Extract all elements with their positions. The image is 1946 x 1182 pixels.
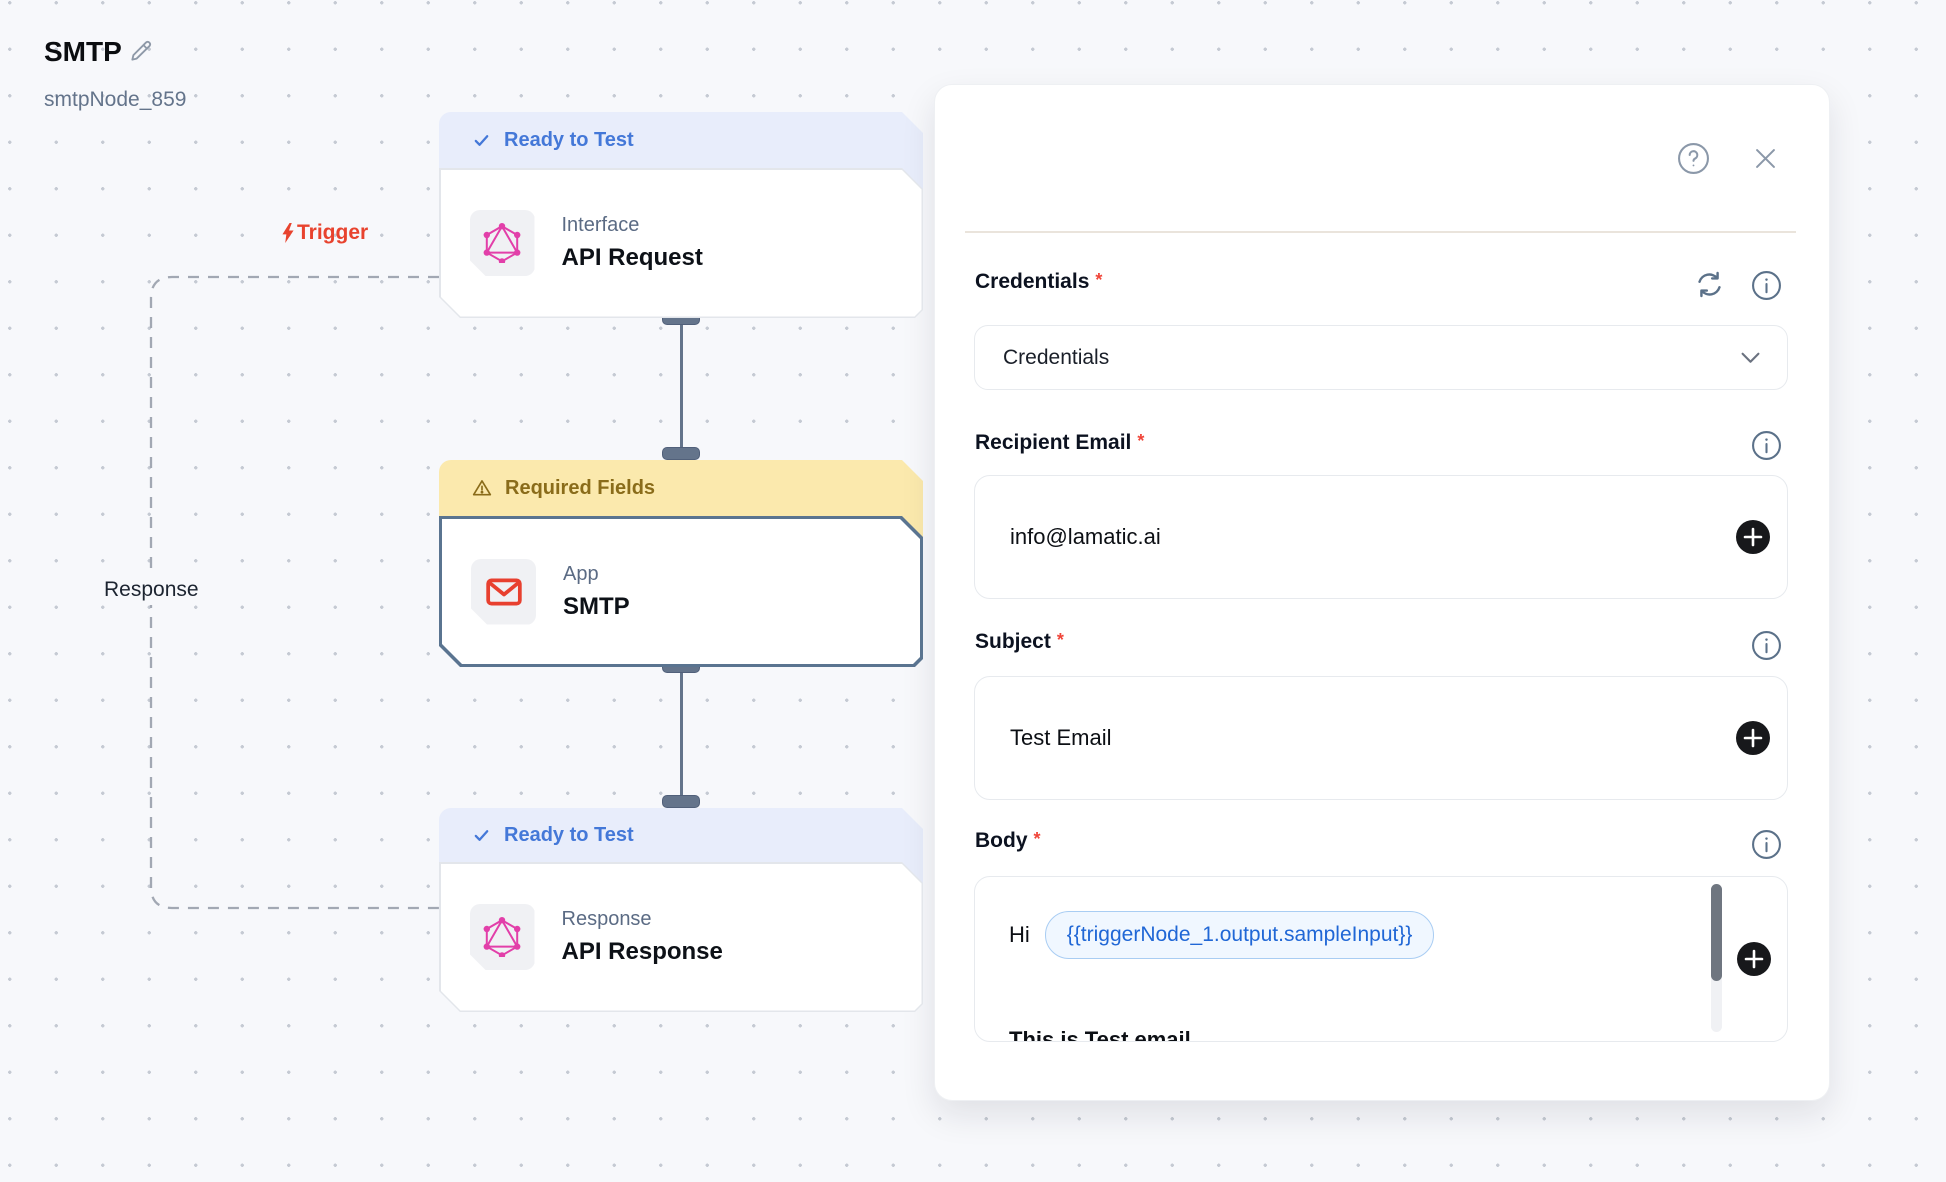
- node-status-text: Ready to Test: [504, 823, 634, 846]
- credentials-selected-value: Credentials: [1003, 345, 1110, 369]
- template-variable-chip[interactable]: {{triggerNode_1.output.sampleInput}}: [1044, 911, 1435, 959]
- body-text: Hi: [1009, 922, 1030, 947]
- body-add-variable-button[interactable]: [1736, 941, 1772, 977]
- node-title: API Request: [561, 244, 703, 271]
- node-status-text: Ready to Test: [504, 128, 634, 151]
- plus-icon: [1737, 942, 1771, 976]
- response-edge-label: Response: [96, 575, 207, 605]
- envelope-icon: [471, 559, 536, 625]
- trigger-label: Trigger: [281, 221, 368, 245]
- node-card[interactable]: Interface API Request: [439, 168, 923, 318]
- node-title: SMTP: [563, 592, 630, 620]
- graphql-icon: [470, 210, 535, 276]
- subject-add-variable-button[interactable]: [1735, 720, 1771, 756]
- body-textarea[interactable]: Hi {{triggerNode_1.output.sampleInput}} …: [974, 876, 1788, 1042]
- pencil-icon: [131, 40, 152, 61]
- node-kind: Interface: [561, 214, 640, 236]
- recipient-email-value: info@lamatic.ai: [1010, 524, 1161, 549]
- node-title: API Response: [561, 938, 723, 965]
- node-kind: App: [563, 562, 599, 585]
- panel-title: SMTP: [44, 36, 122, 67]
- warning-icon: [472, 478, 492, 498]
- plus-icon: [1736, 721, 1770, 755]
- node-api-response[interactable]: Ready to Test Response API Response: [439, 808, 923, 1012]
- body-scrollbar[interactable]: [1711, 884, 1722, 1032]
- plus-icon: [1736, 520, 1770, 554]
- node-id: smtpNode_859: [44, 88, 187, 111]
- node-smtp[interactable]: Required Fields App SMTP: [439, 460, 923, 667]
- check-icon: [472, 826, 491, 845]
- body-label: Body*: [975, 829, 1041, 852]
- chevron-down-icon: [1741, 352, 1760, 363]
- close-panel-button[interactable]: [1752, 145, 1779, 172]
- body-text-line2: This is Test email: [1009, 1027, 1191, 1042]
- edge-smtp-to-response: [680, 667, 683, 797]
- info-icon: [1752, 431, 1781, 460]
- close-icon: [1756, 149, 1775, 168]
- help-button[interactable]: [1677, 142, 1710, 175]
- credentials-info-icon[interactable]: [1751, 270, 1782, 301]
- node-card[interactable]: Response API Response: [439, 862, 923, 1012]
- subject-info-icon[interactable]: [1751, 630, 1782, 661]
- subject-value: Test Email: [1010, 725, 1112, 750]
- refresh-icon: [1698, 271, 1721, 298]
- node-status-banner: Ready to Test: [439, 112, 923, 168]
- recipient-email-input[interactable]: info@lamatic.ai: [974, 475, 1788, 599]
- check-icon: [472, 131, 491, 150]
- recipient-info-icon[interactable]: [1751, 430, 1782, 461]
- node-status-banner: Ready to Test: [439, 808, 923, 862]
- edit-title-button[interactable]: [128, 38, 154, 64]
- body-scrollbar-thumb[interactable]: [1711, 884, 1722, 981]
- info-icon: [1752, 631, 1781, 660]
- handle-response-top[interactable]: [662, 795, 700, 808]
- node-card-selected[interactable]: App SMTP: [439, 516, 923, 667]
- refresh-credentials-button[interactable]: [1694, 269, 1725, 300]
- credentials-label: Credentials*: [975, 270, 1103, 293]
- node-warning-banner: Required Fields: [439, 460, 923, 516]
- info-icon: [1752, 271, 1781, 300]
- bolt-icon: [282, 223, 294, 243]
- credentials-select[interactable]: Credentials: [974, 325, 1788, 390]
- handle-smtp-top[interactable]: [662, 447, 700, 460]
- subject-input[interactable]: Test Email: [974, 676, 1788, 800]
- help-icon: [1678, 143, 1709, 174]
- graphql-icon: [470, 904, 535, 970]
- node-status-text: Required Fields: [505, 476, 656, 499]
- subject-label: Subject*: [975, 630, 1064, 653]
- divider: [965, 231, 1796, 233]
- info-icon: [1752, 830, 1781, 859]
- recipient-email-label: Recipient Email*: [975, 431, 1145, 454]
- node-kind: Response: [561, 908, 652, 930]
- recipient-add-variable-button[interactable]: [1735, 519, 1771, 555]
- node-api-request[interactable]: Ready to Test Interface API Request: [439, 112, 923, 318]
- body-info-icon[interactable]: [1751, 829, 1782, 860]
- edge-request-to-smtp: [680, 318, 683, 450]
